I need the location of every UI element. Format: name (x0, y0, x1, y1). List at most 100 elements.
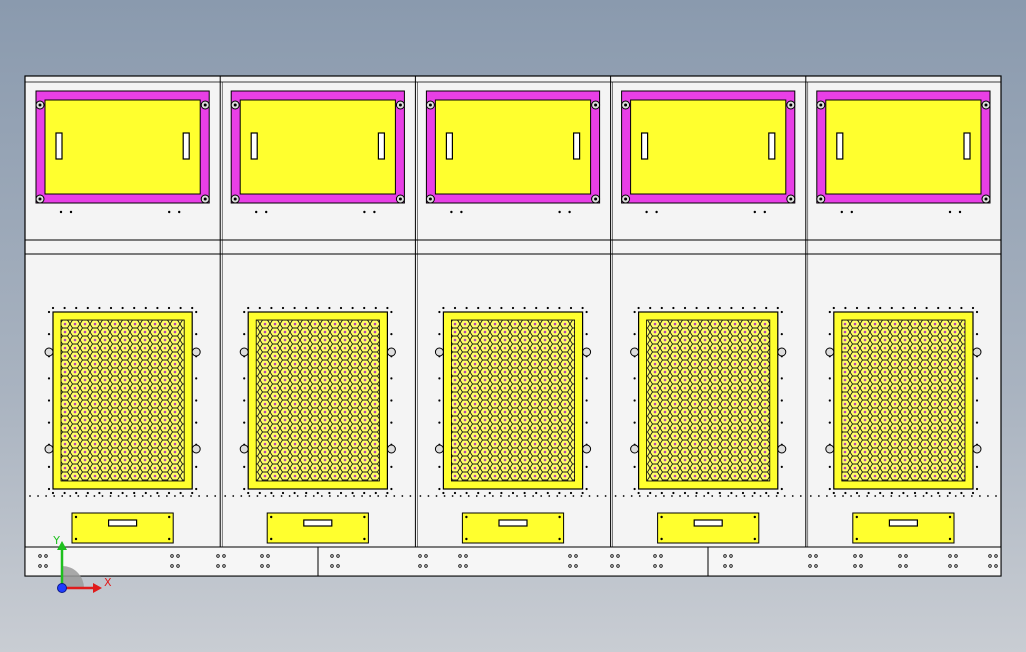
screw-icon (842, 495, 844, 497)
plinth-hole-icon (988, 554, 992, 558)
screw-icon (727, 495, 730, 497)
hinge-bolt-icon (819, 103, 823, 107)
screw-icon (47, 310, 51, 314)
screw-icon (718, 491, 721, 495)
screw-icon (351, 491, 354, 495)
plinth-hole-icon (723, 564, 727, 568)
screw-icon (361, 495, 363, 497)
hinge-bolt-icon (398, 103, 402, 107)
screw-icon (832, 306, 835, 310)
screw-icon (890, 495, 893, 497)
screw-icon (168, 210, 171, 214)
plinth-hole-icon (898, 564, 902, 568)
screw-icon (649, 306, 652, 310)
plinth-hole-icon (616, 554, 620, 558)
screw-icon (995, 495, 997, 497)
door-handle (572, 132, 581, 160)
screw-icon (975, 377, 979, 380)
screw-icon (828, 377, 831, 380)
screw-icon (195, 399, 198, 402)
screw-icon (363, 515, 366, 519)
screw-icon (195, 421, 198, 424)
screw-icon (558, 306, 561, 310)
plinth-hole-icon (814, 554, 818, 558)
hinge-bolt-icon (624, 197, 628, 201)
screw-icon (467, 495, 470, 497)
screw-icon (427, 495, 430, 497)
screw-icon (345, 495, 347, 497)
plinth-hole-icon (464, 564, 468, 568)
screw-icon (741, 491, 745, 495)
latch-bolt-icon (582, 444, 592, 454)
screw-icon (198, 495, 200, 497)
screw-icon (585, 465, 588, 468)
latch-bolt-icon (239, 444, 249, 454)
plinth-hole-icon (814, 564, 818, 568)
latch-bolt-icon (972, 444, 982, 454)
latch-bolt-icon (582, 347, 592, 357)
screw-icon (730, 491, 733, 495)
cabinet-panel (25, 90, 221, 544)
screw-icon (902, 491, 905, 495)
screw-icon (409, 495, 412, 497)
hinge-bolt-icon (203, 197, 207, 201)
y-arrowhead-icon (57, 541, 67, 550)
plinth-hole-icon (170, 564, 174, 568)
screw-icon (633, 487, 636, 491)
screw-icon (374, 306, 377, 310)
latch-bolt-icon (434, 444, 444, 454)
screw-icon (546, 306, 549, 310)
screw-icon (817, 495, 820, 497)
x-arrowhead-icon (93, 583, 102, 593)
screw-icon (954, 495, 957, 497)
plinth-hole-icon (853, 554, 857, 558)
plinth-hole-icon (176, 554, 180, 558)
nameplate (461, 512, 565, 544)
screw-icon (206, 495, 209, 497)
plinth-hole-icon (38, 564, 42, 568)
screw-icon (281, 306, 285, 310)
screw-icon (304, 495, 307, 497)
plinth-hole-icon (170, 554, 174, 558)
plinth-hole-icon (260, 564, 264, 568)
screw-icon (214, 495, 217, 497)
screw-icon (962, 495, 965, 497)
screw-icon (460, 210, 463, 214)
screw-icon (546, 491, 549, 495)
plinth-hole-icon (729, 554, 733, 558)
plinth-hole-icon (610, 564, 614, 568)
screw-icon (776, 306, 779, 310)
screw-icon (156, 306, 159, 310)
screw-icon (558, 210, 561, 214)
latch-bolt-icon (44, 347, 54, 357)
screw-icon (913, 306, 917, 310)
screw-icon (695, 306, 698, 310)
screw-icon (655, 210, 658, 214)
screw-icon (741, 306, 745, 310)
screw-icon (255, 210, 258, 214)
screw-icon (558, 491, 561, 495)
screw-icon (898, 495, 901, 497)
y-axis-label: Y (52, 534, 60, 547)
screw-icon (438, 421, 441, 424)
screw-icon (374, 491, 377, 495)
hinge-bolt-icon (594, 197, 598, 201)
screw-icon (390, 310, 393, 314)
screw-icon (465, 491, 468, 495)
door-handle (963, 132, 971, 160)
screw-icon (524, 495, 526, 497)
screw-icon (328, 306, 331, 310)
screw-icon (305, 306, 308, 310)
screw-icon (240, 495, 243, 497)
screw-icon (672, 306, 675, 310)
screw-icon (288, 495, 291, 497)
screw-icon (780, 310, 783, 314)
screw-icon (906, 495, 909, 497)
screw-icon (753, 306, 756, 310)
screw-icon (442, 306, 445, 310)
screw-icon (580, 495, 583, 497)
door-handle (250, 132, 258, 160)
plinth-hole-icon (222, 554, 226, 558)
screw-icon (320, 495, 323, 497)
